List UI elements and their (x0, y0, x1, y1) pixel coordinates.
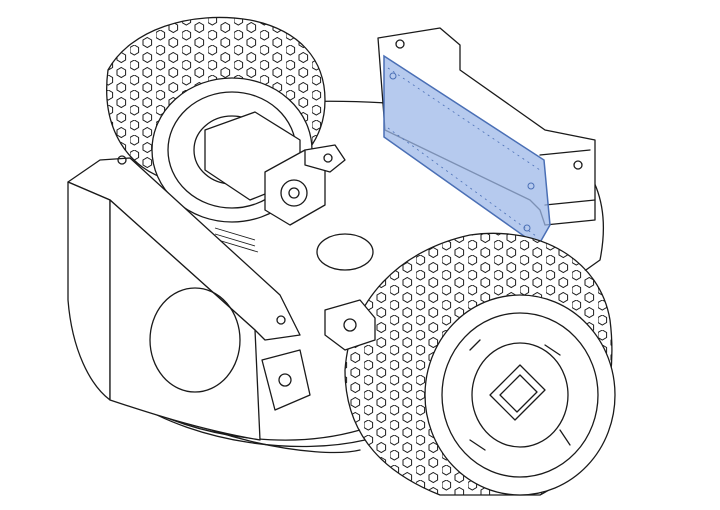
wheel-front (344, 232, 616, 496)
chassis-center-hole (316, 233, 374, 271)
front-mount-tab (324, 299, 376, 351)
gear-motor (204, 111, 346, 253)
highlighted-board (383, 54, 551, 248)
front-bumper (67, 155, 311, 441)
